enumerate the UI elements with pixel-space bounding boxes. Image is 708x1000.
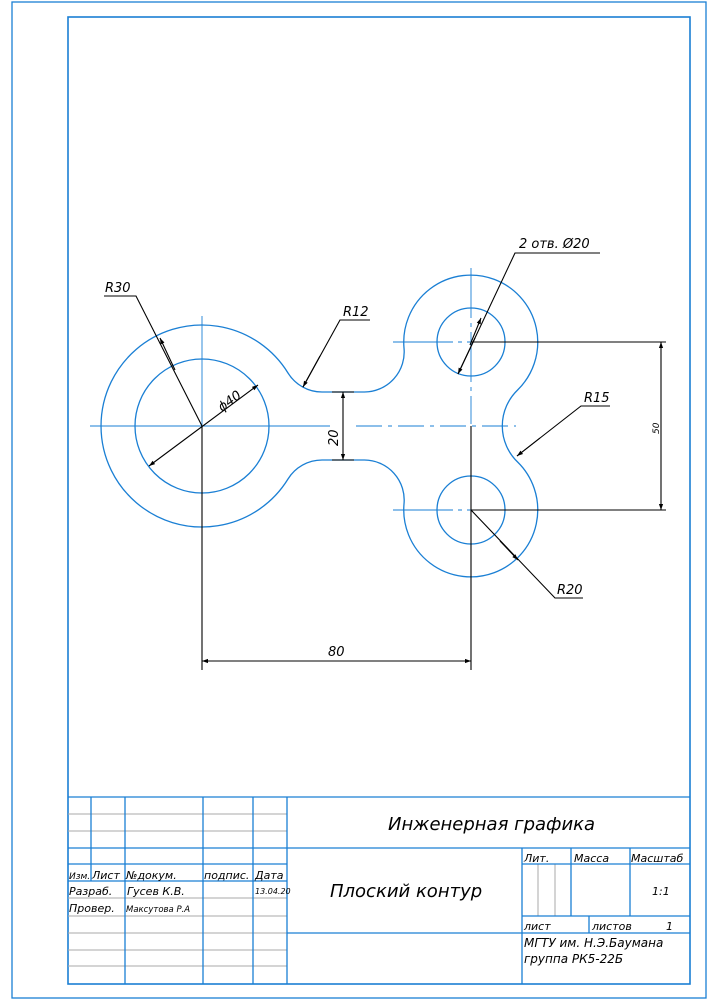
header-sign: подпис. <box>204 869 249 882</box>
header-list: Лист <box>91 869 120 882</box>
mass-label: Масса <box>574 852 609 865</box>
org-line1: МГТУ им. Н.Э.Баумана <box>524 936 663 950</box>
developed-name: Гусев К.В. <box>127 885 185 898</box>
drawing-title: Плоский контур <box>330 881 482 902</box>
centerlines <box>90 268 540 511</box>
org-line2: группа РК5-22Б <box>524 952 623 966</box>
dim-r30: R30 <box>105 281 131 296</box>
scale-label: Масштаб <box>631 852 683 865</box>
developed-date: 13.04.20 <box>255 887 291 896</box>
sheet-label: лист <box>523 920 551 933</box>
header-doc: №докум. <box>125 869 177 882</box>
dim-r12: R12 <box>343 305 369 320</box>
header-date: Дата <box>254 869 284 882</box>
dim-80: 80 <box>328 645 345 660</box>
subject-title: Инженерная графика <box>388 814 595 835</box>
outer-border <box>11 1 707 999</box>
dim-r15: R15 <box>584 391 610 406</box>
title-block: Инженерная графика Плоский контур Изм. Л… <box>68 796 690 984</box>
dim-r20: R20 <box>557 583 583 598</box>
checked-name: Максутова Р.А <box>126 905 190 915</box>
dim-50: 50 <box>652 422 662 434</box>
sheets-value: 1 <box>666 920 673 933</box>
developed-label: Разраб. <box>69 885 112 898</box>
header-izm: Изм. <box>69 872 90 882</box>
inner-frame <box>67 16 691 985</box>
dim-holes: 2 отв. Ø20 <box>519 237 590 252</box>
sheets-label: листов <box>591 920 632 933</box>
lit-label: Лит. <box>523 852 549 865</box>
dimensions: R30 ϕ40 R12 20 2 отв. Ø20 50 R15 R20 <box>104 237 666 670</box>
dim-20: 20 <box>327 429 342 446</box>
dim-d40: ϕ40 <box>215 388 244 415</box>
checked-label: Провер. <box>69 902 115 915</box>
scale-value: 1:1 <box>652 885 670 898</box>
